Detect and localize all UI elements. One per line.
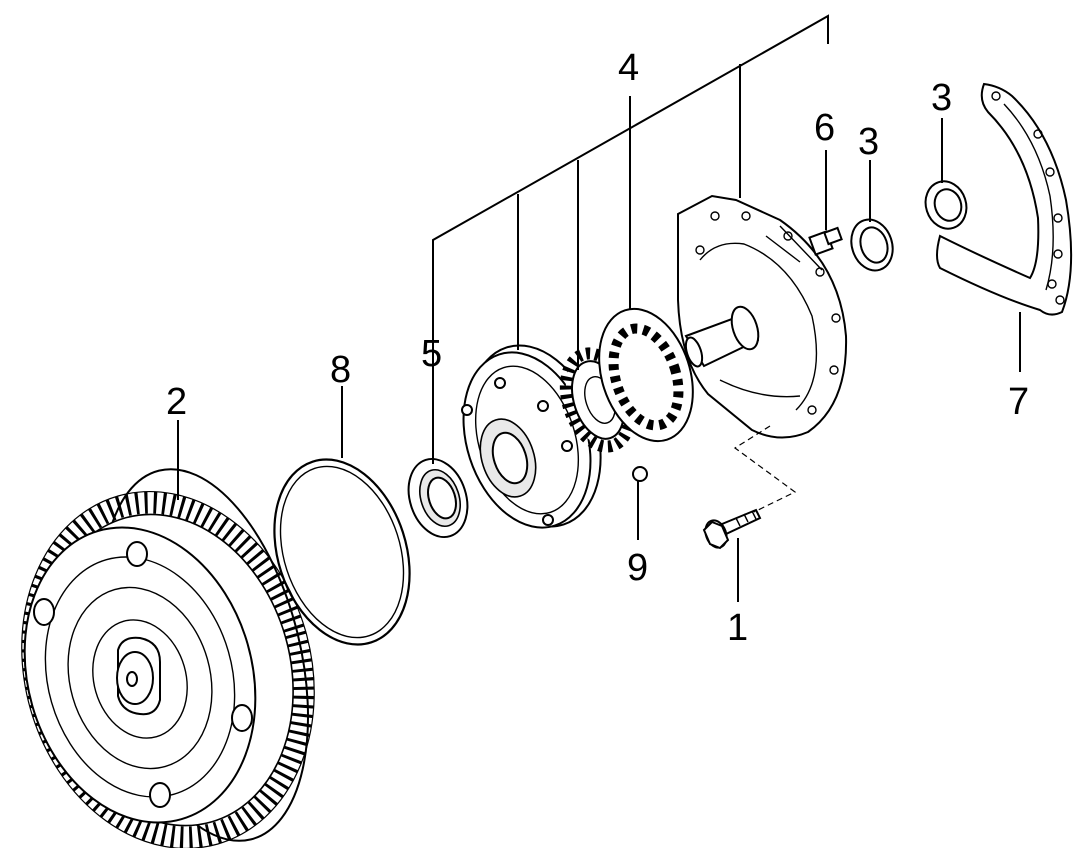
alignment-dashed-line <box>733 425 797 513</box>
callout-3-center: 3 <box>858 121 879 163</box>
bolt <box>702 508 762 550</box>
callout-labels: 2 8 5 4 9 1 6 3 3 7 <box>166 47 1029 649</box>
gasket <box>936 82 1073 316</box>
front-seal <box>407 457 469 539</box>
plug <box>808 226 843 256</box>
callout-3-right: 3 <box>931 77 952 119</box>
callout-8: 8 <box>330 349 351 391</box>
callout-5: 5 <box>421 333 442 375</box>
callout-2: 2 <box>166 381 187 423</box>
pump-cover <box>677 194 848 439</box>
torque-converter <box>21 468 315 848</box>
cover-bolt-holes <box>695 211 841 415</box>
callout-7: 7 <box>1008 381 1029 423</box>
check-ball <box>632 466 648 482</box>
o-ring <box>273 458 411 646</box>
converter-lugs <box>33 541 253 808</box>
pump-gears <box>559 307 694 453</box>
callout-1: 1 <box>727 607 748 649</box>
callout-6: 6 <box>814 107 835 149</box>
seal-ring-right <box>924 180 968 230</box>
gasket-holes <box>991 91 1065 305</box>
leader-lines <box>177 14 1021 602</box>
seal-ring-center <box>850 218 894 272</box>
callout-4: 4 <box>618 47 639 89</box>
callout-9: 9 <box>627 547 648 589</box>
